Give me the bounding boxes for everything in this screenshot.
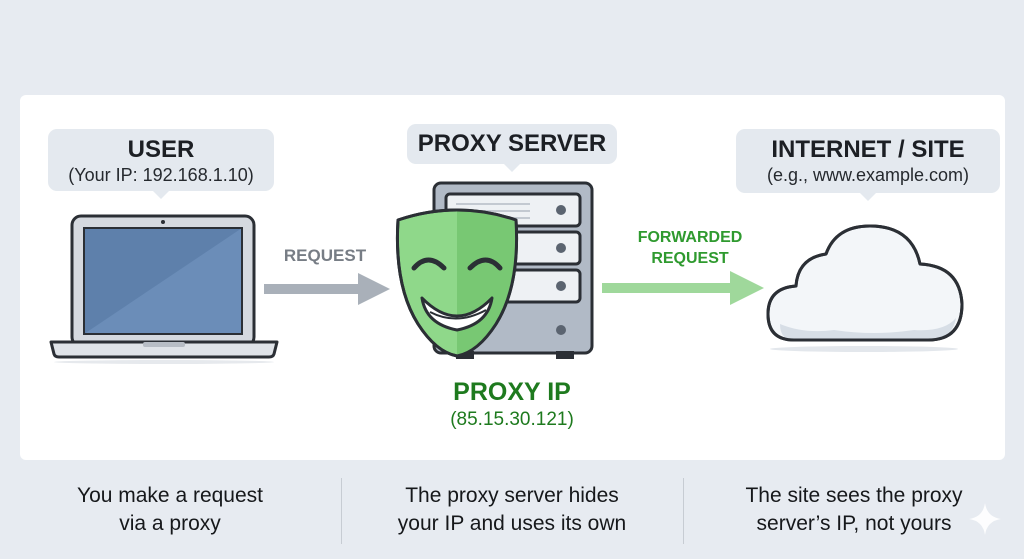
caption-user-line-1: You make a request bbox=[76, 484, 264, 507]
site-bubble: INTERNET / SITE (e.g., www.example.com) bbox=[736, 129, 1000, 201]
request-label: REQUEST bbox=[283, 246, 367, 265]
caption-proxy-line-2: your IP and uses its own bbox=[397, 512, 627, 535]
caption-divider bbox=[341, 478, 342, 544]
mask-icon bbox=[395, 208, 519, 358]
caption-divider bbox=[683, 478, 684, 544]
user-bubble: USER (Your IP: 192.168.1.10) bbox=[48, 129, 274, 199]
caption-site-line-1: The site sees the proxy bbox=[745, 484, 963, 507]
forwarded-label-line-2: REQUEST bbox=[651, 250, 729, 267]
sparkle-icon bbox=[969, 503, 1001, 535]
forwarded-label-line-1: FORWARDED bbox=[637, 229, 743, 246]
site-address: (e.g., www.example.com) bbox=[766, 165, 970, 185]
caption-user: You make a request via a proxy bbox=[20, 482, 320, 538]
proxy-bubble: PROXY SERVER bbox=[407, 124, 617, 172]
caption-user-line-2: via a proxy bbox=[119, 512, 221, 535]
forwarded-label: FORWARDED REQUEST bbox=[620, 227, 760, 269]
proxy-ip-value: (85.15.30.121) bbox=[450, 409, 574, 430]
forwarded-arrow bbox=[602, 271, 764, 305]
caption-site: The site sees the proxy server’s IP, not… bbox=[704, 482, 1004, 538]
user-ip: (Your IP: 192.168.1.10) bbox=[68, 165, 254, 185]
request-arrow bbox=[264, 273, 390, 305]
proxy-ip-title: PROXY IP bbox=[453, 378, 571, 406]
proxy-title: PROXY SERVER bbox=[417, 130, 607, 157]
laptop-icon bbox=[49, 214, 279, 364]
caption-site-line-2: server’s IP, not yours bbox=[756, 512, 952, 535]
caption-proxy-line-1: The proxy server hides bbox=[405, 484, 619, 507]
cloud-icon bbox=[766, 224, 964, 352]
site-title: INTERNET / SITE bbox=[771, 136, 965, 163]
user-title: USER bbox=[127, 136, 195, 163]
caption-proxy: The proxy server hides your IP and uses … bbox=[362, 482, 662, 538]
